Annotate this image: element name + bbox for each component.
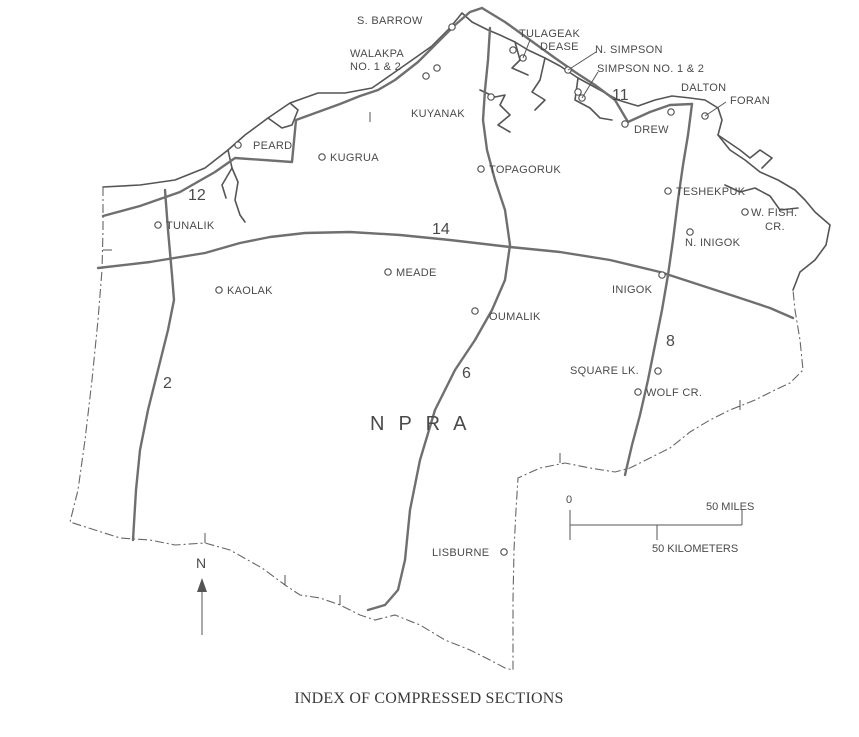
label-tunalik: TUNALIK: [166, 220, 215, 232]
well-labels: S. BARROW WALAKPA NO. 1 & 2 TULAGEAK DEA…: [166, 15, 797, 559]
label-dalton: DALTON: [681, 82, 726, 94]
well-marker-oumalik: [471, 307, 479, 315]
well-marker-inigok: [658, 271, 666, 279]
section-line-6: [366, 26, 512, 612]
well-marker-tulageak: [509, 46, 517, 54]
well-marker-dalton: [667, 108, 675, 116]
coastal-details: [221, 41, 799, 223]
region-label: N P R A: [370, 413, 467, 435]
label-walakpa-no: NO. 1 & 2: [350, 61, 401, 73]
label-topagoruk: TOPAGORUK: [489, 164, 561, 176]
label-tulageak: TULAGEAK: [519, 28, 580, 40]
label-w-fish-cr: CR.: [765, 221, 785, 233]
north-arrow: N: [196, 555, 207, 635]
section-number-11: 11: [612, 87, 629, 104]
leader-lines: [522, 39, 727, 117]
npra-boundary: [69, 187, 804, 671]
scale-miles: 50 MILES: [706, 501, 754, 513]
section-lines: [96, 6, 795, 612]
label-peard: PEARD: [253, 140, 292, 152]
section-number-12: 12: [188, 187, 206, 204]
well-marker-walakpa-1: [433, 64, 441, 72]
well-marker-walakpa-2: [422, 72, 430, 80]
label-n-simpson: N. SIMPSON: [595, 44, 663, 56]
well-marker-n-inigok: [686, 228, 694, 236]
map-title: INDEX OF COMPRESSED SECTIONS: [294, 690, 563, 707]
label-n-inigok: N. INIGOK: [685, 237, 741, 249]
label-oumalik: OUMALIK: [489, 311, 541, 323]
label-drew: DREW: [634, 124, 669, 136]
scale-zero: 0: [566, 494, 572, 506]
scale-bar: 0 50 MILES 50 KILOMETERS: [566, 494, 754, 555]
well-marker-simpson-1: [574, 88, 582, 96]
section-numbers: 12 14 2 6 11 8: [163, 87, 675, 392]
section-line-14: [96, 230, 795, 320]
label-wolf-cr: WOLF CR.: [646, 387, 702, 399]
label-square-lk: SQUARE LK.: [570, 365, 639, 377]
label-dease: DEASE: [540, 41, 579, 53]
section-number-8: 8: [666, 333, 675, 350]
label-s-barrow: S. BARROW: [357, 15, 423, 27]
well-marker-topagoruk: [477, 165, 485, 173]
section-line-8: [623, 102, 694, 477]
north-label: N: [196, 555, 206, 571]
boundary-ticks: [103, 112, 741, 605]
scale-kilometers: 50 KILOMETERS: [652, 543, 738, 555]
label-teshekpuk: TESHEKPUK: [676, 186, 746, 198]
label-kugrua: KUGRUA: [330, 152, 379, 164]
north-arrow-icon: [197, 578, 207, 592]
label-kaolak: KAOLAK: [227, 285, 273, 297]
section-number-6: 6: [462, 365, 471, 382]
well-marker-kugrua: [318, 153, 326, 161]
label-kuyanak: KUYANAK: [411, 108, 465, 120]
well-marker-teshekpuk: [664, 187, 672, 195]
label-walakpa: WALAKPA: [350, 48, 404, 60]
section-line-11: [480, 6, 694, 124]
well-marker-kaolak: [215, 286, 223, 294]
section-number-2: 2: [163, 375, 172, 392]
label-lisburne: LISBURNE: [432, 547, 489, 559]
coastline: [102, 12, 831, 291]
section-line-12: [101, 6, 484, 218]
section-number-14: 14: [432, 221, 450, 238]
label-foran: FORAN: [730, 95, 770, 107]
well-marker-drew: [621, 120, 629, 128]
well-marker-meade: [384, 268, 392, 276]
well-marker-tunalik: [154, 221, 162, 229]
well-marker-square-lk: [654, 367, 662, 375]
well-marker-peard: [234, 141, 242, 149]
well-symbols: [154, 23, 749, 556]
well-marker-wolf-cr: [634, 388, 642, 396]
section-line-2: [131, 188, 176, 542]
label-w-fish: W. FISH.: [751, 207, 797, 219]
label-meade: MEADE: [396, 267, 437, 279]
well-marker-kuyanak: [487, 93, 495, 101]
well-marker-lisburne: [500, 548, 508, 556]
well-marker-w-fish-cr: [741, 208, 749, 216]
label-simpson-no: SIMPSON NO. 1 & 2: [597, 63, 704, 75]
well-marker-s-barrow: [448, 23, 456, 31]
label-inigok: INIGOK: [612, 284, 653, 296]
